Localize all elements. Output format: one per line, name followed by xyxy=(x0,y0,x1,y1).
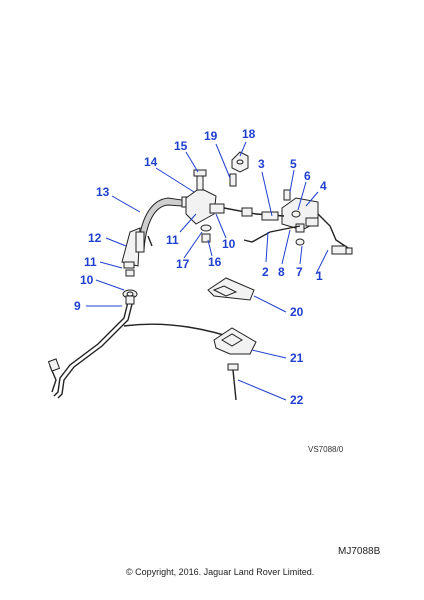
callout-5: 5 xyxy=(290,157,297,171)
copyright-notice: © Copyright, 2016. Jaguar Land Rover Lim… xyxy=(126,567,315,577)
callout-14: 14 xyxy=(144,155,158,169)
callout-15: 15 xyxy=(174,139,188,153)
callout-17: 17 xyxy=(176,257,190,271)
callout-13: 13 xyxy=(96,185,110,199)
callout-11-lower: 11 xyxy=(84,255,97,269)
clip-20 xyxy=(207,277,255,301)
leader-lines xyxy=(86,141,329,401)
lower-union xyxy=(122,269,138,305)
connector-pipe xyxy=(209,203,257,217)
callout-9: 9 xyxy=(74,299,81,313)
callout-6: 6 xyxy=(304,169,311,183)
callout-19: 19 xyxy=(204,129,218,143)
callout-12: 12 xyxy=(88,231,102,245)
callout-8: 8 xyxy=(278,265,285,279)
bracket xyxy=(121,227,145,269)
callout-4: 4 xyxy=(320,179,327,193)
callout-1: 1 xyxy=(316,269,323,283)
callout-20: 20 xyxy=(290,305,304,319)
callout-2: 2 xyxy=(262,265,269,279)
mounting-bracket xyxy=(185,169,217,225)
reference-number: MJ7088B xyxy=(338,546,381,557)
callout-10-upper: 10 xyxy=(222,237,236,251)
callout-11-upper: 11 xyxy=(166,233,179,247)
rivet-22 xyxy=(227,363,239,401)
brake-pipe-long xyxy=(47,301,241,399)
callout-18: 18 xyxy=(242,127,256,141)
brake-pipes-right xyxy=(243,213,353,255)
callout-7: 7 xyxy=(296,265,303,279)
clip-21 xyxy=(213,327,257,355)
callouts: 1 2 3 4 5 6 7 8 9 10 10 11 11 12 13 14 1… xyxy=(74,127,327,407)
callout-16: 16 xyxy=(208,255,222,269)
drawing-code: VS7088/0 xyxy=(308,445,344,454)
callout-22: 22 xyxy=(290,393,304,407)
callout-21: 21 xyxy=(290,351,304,365)
clip-and-stud xyxy=(229,151,249,187)
callout-10-lower: 10 xyxy=(80,273,94,287)
washer-bolt xyxy=(200,224,212,243)
callout-3: 3 xyxy=(258,157,265,171)
